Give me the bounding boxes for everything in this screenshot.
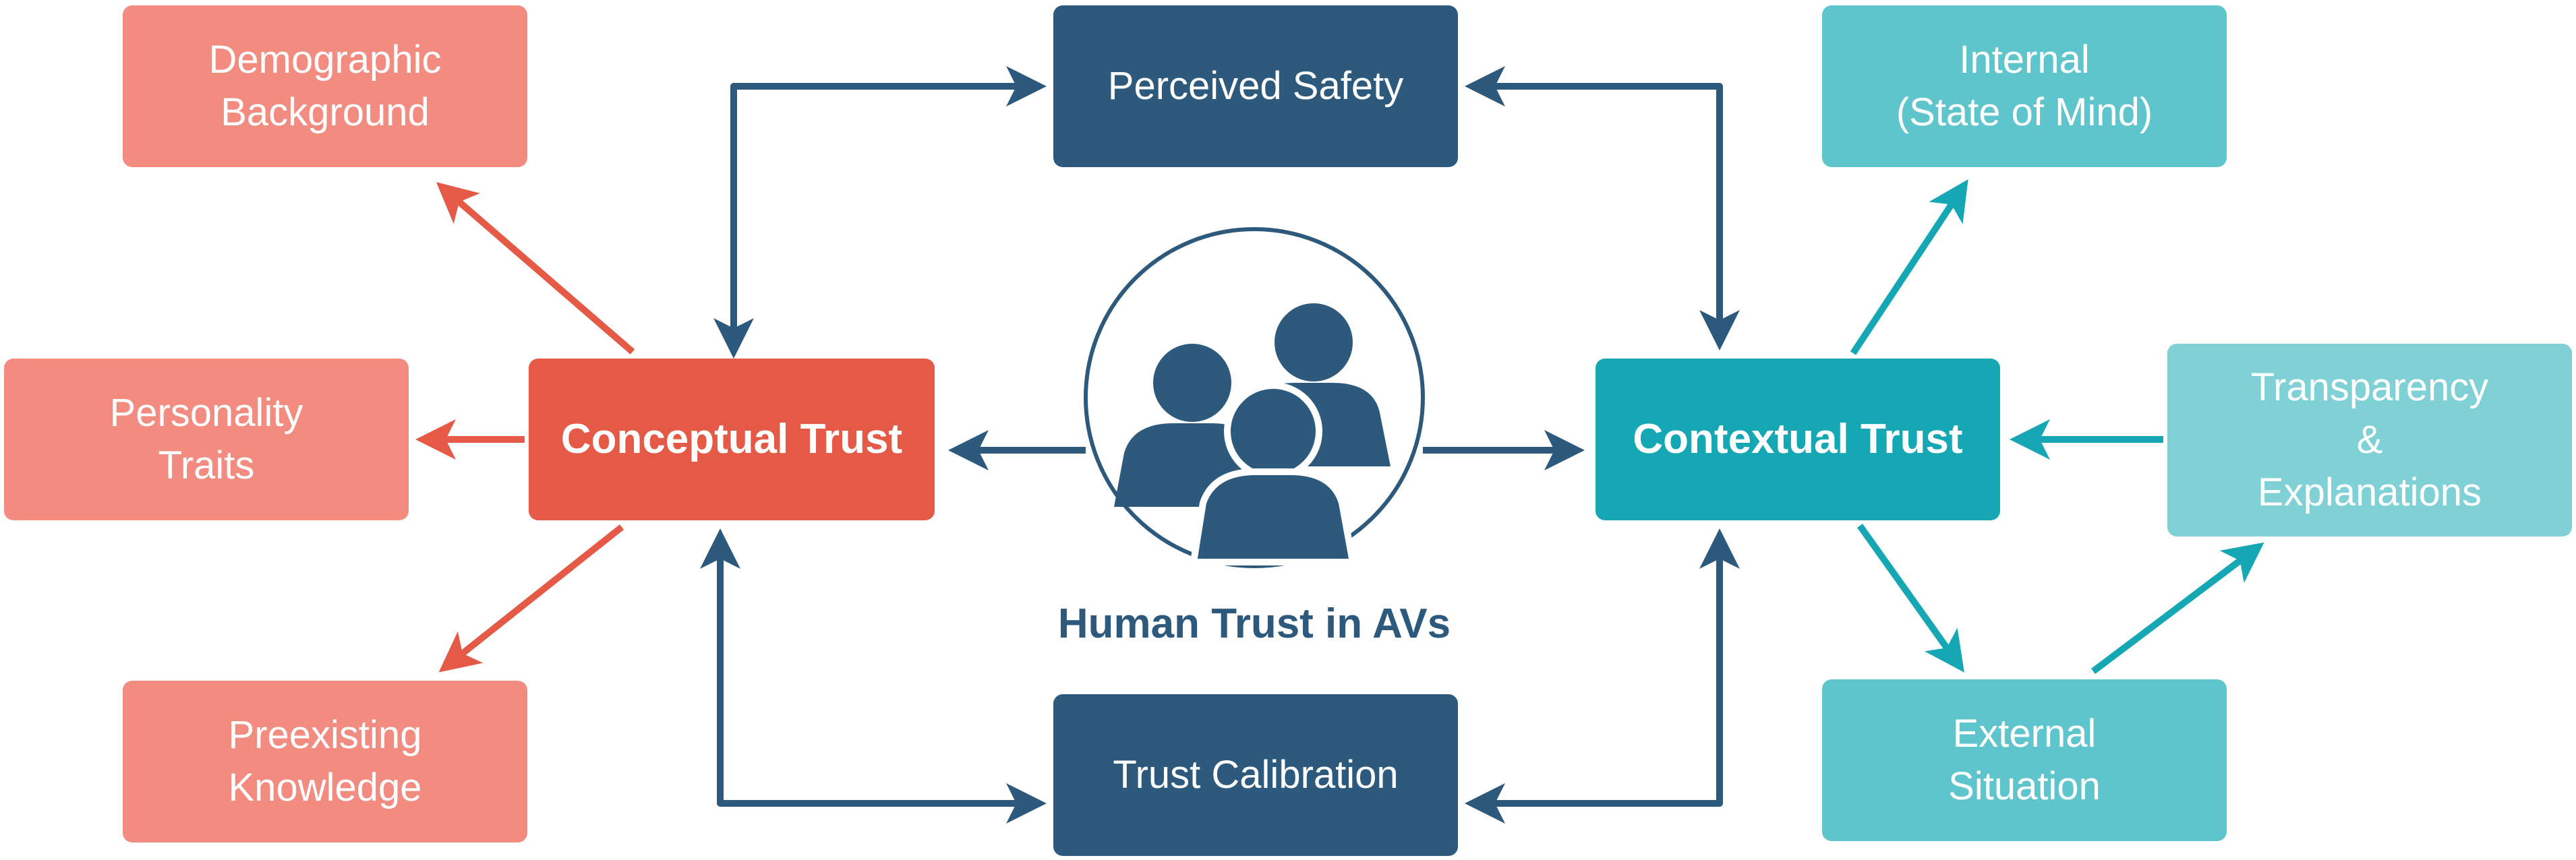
arrow-conceptual-trust-calibration bbox=[700, 528, 1047, 824]
trust-calibration-node: Trust Calibration bbox=[1053, 694, 1458, 856]
internal-state-node: Internal (State of Mind) bbox=[1822, 5, 2227, 167]
perceived-safety-node: Perceived Safety bbox=[1053, 5, 1458, 167]
external-situation-node: External Situation bbox=[1822, 679, 2227, 841]
arrow-conceptual-to-demographic bbox=[436, 182, 635, 355]
personality-traits-node: Personality Traits bbox=[4, 359, 409, 520]
demographic-background-node: Demographic Background bbox=[123, 5, 527, 167]
center-caption: Human Trust in AVs bbox=[1057, 601, 1451, 647]
arrow-perceived-safety-contextual bbox=[1465, 66, 1740, 350]
people-group-icon bbox=[1084, 227, 1425, 568]
arrow-conceptual-to-preexisting bbox=[438, 524, 624, 673]
arrow-conceptual-perceived-safety bbox=[713, 66, 1047, 359]
arrow-external-to-transparency bbox=[2090, 542, 2264, 674]
conceptual-trust-node: Conceptual Trust bbox=[529, 359, 935, 520]
arrow-trust-calibration-contextual bbox=[1465, 528, 1740, 824]
contextual-trust-node: Contextual Trust bbox=[1596, 359, 2000, 520]
arrow-contextual-to-internal bbox=[1850, 179, 1968, 355]
transparency-explanations-node: Transparency & Explanations bbox=[2167, 344, 2572, 536]
preexisting-knowledge-node: Preexisting Knowledge bbox=[123, 681, 527, 842]
arrow-contextual-to-external bbox=[1856, 524, 1964, 673]
connector-arrows bbox=[415, 66, 2264, 824]
